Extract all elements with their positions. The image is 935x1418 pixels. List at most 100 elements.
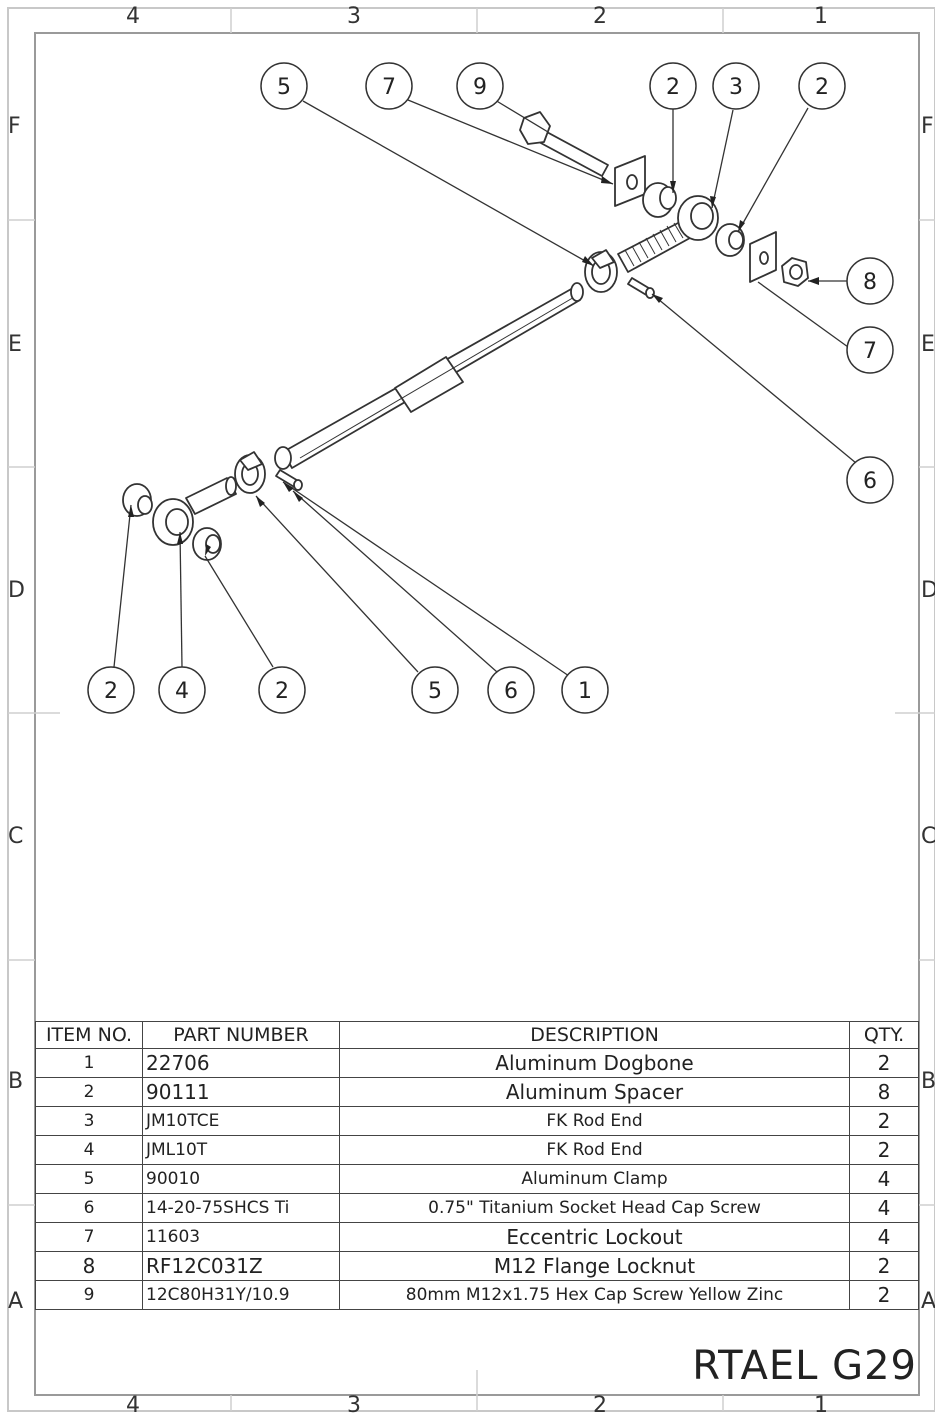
balloon-label: 3	[729, 75, 743, 100]
spacer-upper-right	[715, 223, 745, 257]
balloon: 5	[411, 666, 459, 714]
bom-item: 2	[35, 1077, 143, 1107]
balloon-label: 2	[275, 679, 289, 704]
balloon-label: 2	[104, 679, 118, 704]
zone-column-label: 2	[593, 4, 607, 29]
zone-row-label: D	[8, 578, 25, 603]
bom-part-number: JML10T	[142, 1135, 340, 1165]
spacer-lower-left	[122, 483, 153, 517]
bom-description: Aluminum Clamp	[339, 1164, 850, 1194]
bom-header-row: ITEM NO. PART NUMBER DESCRIPTION QTY.	[35, 1021, 919, 1049]
eccentric-lockout-left	[614, 155, 646, 207]
zone-row-label: B	[8, 1069, 24, 1094]
bom-header-qty: QTY.	[849, 1021, 919, 1049]
bill-of-materials-table: ITEM NO. PART NUMBER DESCRIPTION QTY. 1 …	[35, 1021, 919, 1310]
bom-part-number: 22706	[142, 1048, 340, 1078]
balloon-label: 5	[428, 679, 442, 704]
zone-row-label: E	[8, 332, 22, 357]
bom-item: 6	[35, 1193, 143, 1223]
balloon: 7	[365, 62, 413, 110]
bom-description: Aluminum Dogbone	[339, 1048, 850, 1078]
bom-part-number: 14-20-75SHCS Ti	[142, 1193, 340, 1223]
leader-arrowheads	[128, 176, 819, 556]
bom-item: 5	[35, 1164, 143, 1194]
rod-end-3	[677, 195, 719, 241]
balloon-label: 7	[863, 339, 877, 364]
socket-screw-upper	[627, 277, 655, 299]
bom-qty: 2	[849, 1251, 919, 1281]
balloon-label: 4	[175, 679, 189, 704]
bom-row: 9 12C80H31Y/10.9 80mm M12x1.75 Hex Cap S…	[35, 1280, 919, 1310]
bom-part-number: 12C80H31Y/10.9	[142, 1280, 340, 1310]
exploded-assembly	[122, 111, 809, 561]
title-block: RTAEL G29	[35, 1325, 919, 1395]
balloon-circle	[798, 62, 846, 110]
bom-row: 7 11603 Eccentric Lockout 4	[35, 1222, 919, 1252]
bom-part-number: 90111	[142, 1077, 340, 1107]
bom-part-number: RF12C031Z	[142, 1251, 340, 1281]
balloon: 2	[258, 666, 306, 714]
bom-row: 8 RF12C031Z M12 Flange Locknut 2	[35, 1251, 919, 1281]
balloon: 6	[487, 666, 535, 714]
balloon-label: 2	[666, 75, 680, 100]
bom-qty: 4	[849, 1222, 919, 1252]
bom-part-number: 11603	[142, 1222, 340, 1252]
outer-border	[7, 7, 935, 1412]
zone-row-label: F	[8, 114, 21, 139]
bom-part-number: JM10TCE	[142, 1106, 340, 1136]
aluminum-dogbone	[274, 282, 584, 470]
bom-item: 1	[35, 1048, 143, 1078]
bom-item: 7	[35, 1222, 143, 1252]
balloon-label: 2	[815, 75, 829, 100]
balloon-circle	[365, 62, 413, 110]
zone-row-label: F	[921, 114, 934, 139]
balloon-circle	[158, 666, 206, 714]
spacer-upper-left	[642, 182, 677, 218]
zone-ticks	[8, 8, 935, 1411]
balloon: 6	[846, 456, 894, 504]
balloon: 2	[649, 62, 697, 110]
zone-row-label: D	[921, 578, 935, 603]
bom-qty: 2	[849, 1280, 919, 1310]
balloon: 1	[561, 666, 609, 714]
bom-item: 9	[35, 1280, 143, 1310]
zone-column-label: 4	[126, 1393, 140, 1418]
bom-description: FK Rod End	[339, 1135, 850, 1165]
balloon-circle	[561, 666, 609, 714]
zone-row-label: A	[8, 1289, 24, 1314]
zone-row-label: A	[921, 1289, 935, 1314]
balloon-label: 9	[473, 75, 487, 100]
balloon: 4	[158, 666, 206, 714]
bom-row: 1 22706 Aluminum Dogbone 2	[35, 1048, 919, 1078]
balloon: 2	[87, 666, 135, 714]
bom-item: 4	[35, 1135, 143, 1165]
rod-end-4	[152, 498, 194, 546]
zone-column-label: 2	[593, 1393, 607, 1418]
bom-qty: 8	[849, 1077, 919, 1107]
zone-column-label: 3	[347, 1393, 361, 1418]
flange-locknut	[781, 257, 809, 287]
balloon-label: 5	[277, 75, 291, 100]
zone-row-label: E	[921, 332, 935, 357]
balloon-label: 6	[863, 469, 877, 494]
bom-header-part-number: PART NUMBER	[142, 1021, 340, 1049]
balloon: 9	[456, 62, 504, 110]
balloon-circle	[456, 62, 504, 110]
balloon: 3	[712, 62, 760, 110]
balloon-circle	[846, 456, 894, 504]
eccentric-lockout-right	[749, 231, 777, 283]
bom-qty: 4	[849, 1193, 919, 1223]
bom-qty: 4	[849, 1164, 919, 1194]
socket-screw-lower	[275, 469, 303, 491]
zone-row-label: B	[921, 1069, 935, 1094]
bom-row: 3 JM10TCE FK Rod End 2	[35, 1106, 919, 1136]
balloon-label: 8	[863, 270, 877, 295]
bom-header-item: ITEM NO.	[35, 1021, 143, 1049]
balloon: 7	[846, 326, 894, 374]
bom-qty: 2	[849, 1135, 919, 1165]
bom-row: 5 90010 Aluminum Clamp 4	[35, 1164, 919, 1194]
balloon-circle	[260, 62, 308, 110]
